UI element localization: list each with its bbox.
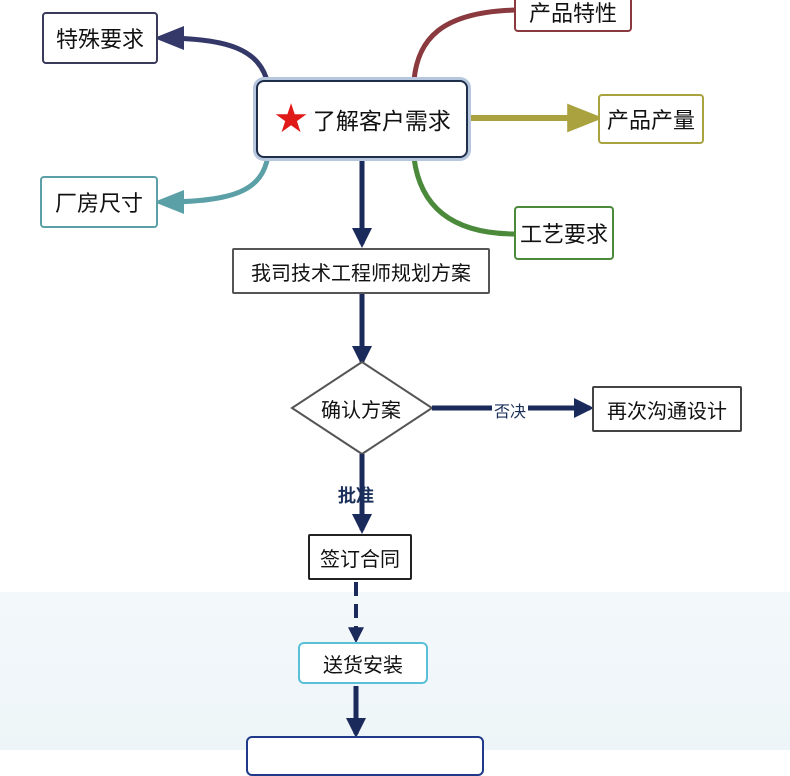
- node-process-requirements: 工艺要求: [514, 206, 614, 260]
- node-label: 我司技术工程师规划方案: [251, 260, 471, 285]
- branch-special-connector: [154, 26, 271, 85]
- node-redesign: 再次沟通设计: [592, 386, 742, 432]
- node-label: 了解客户需求: [312, 109, 451, 135]
- branch-process-connector: [411, 157, 517, 237]
- edge-label-approve: 批准: [338, 486, 374, 507]
- node-product-output: 产品产量: [598, 94, 704, 144]
- branch-features-connector: [411, 7, 517, 81]
- node-product-features: 产品特性: [514, 0, 632, 32]
- node-label: 送货安装: [323, 652, 403, 677]
- node-label: 产品特性: [528, 2, 617, 27]
- star-icon: ★: [273, 96, 309, 142]
- node-delivery-install: 送货安装: [298, 642, 428, 684]
- branch-factory-connector: [154, 155, 271, 214]
- node-label: 签订合同: [320, 546, 400, 571]
- node-customer-needs: ★ 了解客户需求: [256, 80, 468, 158]
- node-next-step: [246, 736, 484, 776]
- node-label: 再次沟通设计: [607, 398, 727, 423]
- decision-label: 确认方案: [321, 397, 401, 422]
- edge-label-reject: 否决: [492, 398, 529, 422]
- node-label: 工艺要求: [519, 223, 608, 248]
- node-label: 厂房尺寸: [54, 192, 143, 217]
- node-factory-size: 厂房尺寸: [40, 176, 158, 228]
- connector-layer: [154, 7, 604, 738]
- node-label: 产品产量: [606, 109, 695, 134]
- node-engineer-plan: 我司技术工程师规划方案: [232, 248, 490, 294]
- node-label: 特殊要求: [55, 28, 144, 53]
- node-sign-contract: 签订合同: [308, 534, 412, 580]
- node-special-requirements: 特殊要求: [42, 12, 158, 64]
